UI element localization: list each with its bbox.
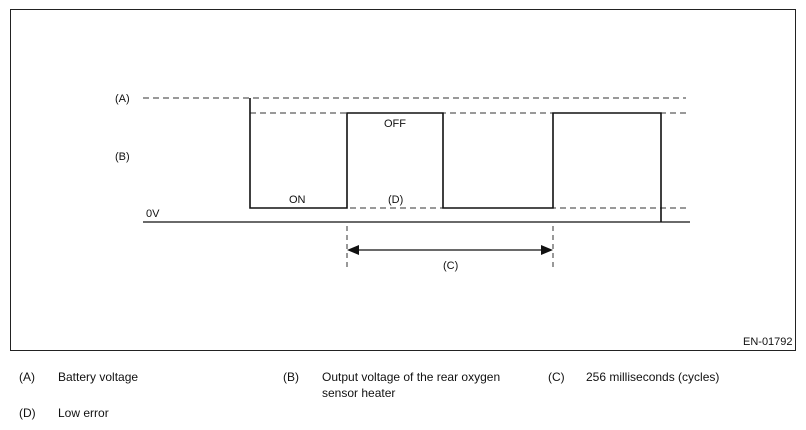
level-label-a: (A) [115, 93, 130, 105]
period-arrow-right-head [541, 245, 553, 255]
legend-text-a: Battery voltage [58, 370, 139, 384]
figure-code: EN-01792 [743, 336, 793, 348]
level-label-zero: 0V [146, 208, 160, 220]
level-label-b: (B) [115, 151, 130, 163]
period-label-c: (C) [443, 260, 458, 272]
legend-key-d: (D) [19, 406, 36, 420]
legend-text-c: 256 milliseconds (cycles) [586, 370, 720, 384]
signal-label-on: ON [289, 194, 306, 206]
legend-key-c: (C) [548, 370, 565, 384]
signal-label-off: OFF [384, 118, 406, 130]
legend-text-d: Low error [58, 406, 109, 420]
period-arrow-left-head [347, 245, 359, 255]
figure-frame [10, 9, 796, 351]
legend-text-b: Output voltage of the rear oxygen sensor… [322, 370, 501, 400]
legend-key-a: (A) [19, 370, 35, 384]
heater-output-waveform [249, 98, 662, 222]
signal-label-d: (D) [388, 194, 403, 206]
legend-key-b: (B) [283, 370, 299, 384]
